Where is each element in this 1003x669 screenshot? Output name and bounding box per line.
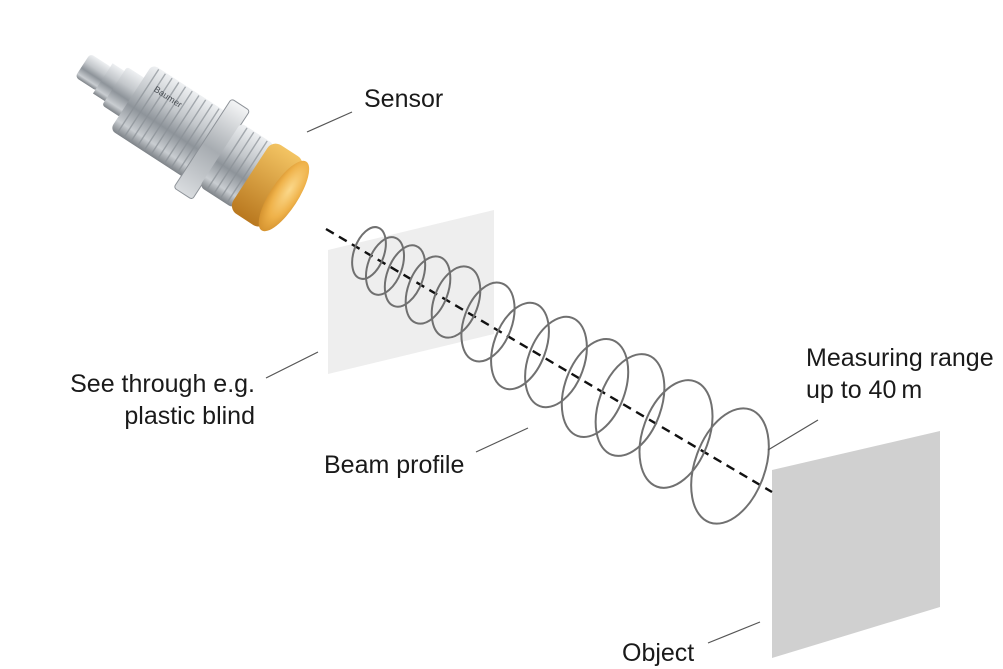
object-leader-line	[707, 621, 761, 644]
sensor-image: Baumer	[76, 55, 310, 232]
beam-axis-line	[325, 227, 773, 494]
beam-ring	[430, 265, 482, 339]
object-panel	[772, 431, 940, 658]
beam-ring	[524, 315, 588, 409]
object-label: Object	[622, 639, 694, 667]
measuring-range-label-line2: up to 40 m	[806, 376, 922, 404]
beam-ring	[690, 407, 770, 525]
beam-ring	[490, 301, 550, 391]
see-through-label-line2: plastic blind	[124, 402, 255, 430]
beam-profile-leader-line	[475, 427, 529, 453]
beam-ring	[638, 379, 714, 489]
plastic-blind-panel	[328, 210, 494, 374]
beam-profile-rings	[351, 226, 770, 525]
see-through-label-line1: See through e.g.	[70, 370, 255, 398]
beam-ring	[404, 255, 452, 325]
beam-ring	[594, 353, 666, 457]
measuring-range-leader-line	[767, 419, 819, 451]
see-through-leader-line	[265, 351, 319, 379]
beam-ring	[351, 226, 387, 280]
measuring-range-label-line1: Measuring range	[806, 344, 994, 372]
beam-ring	[560, 337, 630, 439]
beam-ring	[365, 236, 405, 296]
beam-ring	[460, 281, 516, 363]
beam-profile-label: Beam profile	[324, 451, 464, 479]
beam-ring	[383, 244, 427, 308]
sensor-leader-line	[306, 111, 353, 133]
sensor-label: Sensor	[364, 85, 443, 113]
